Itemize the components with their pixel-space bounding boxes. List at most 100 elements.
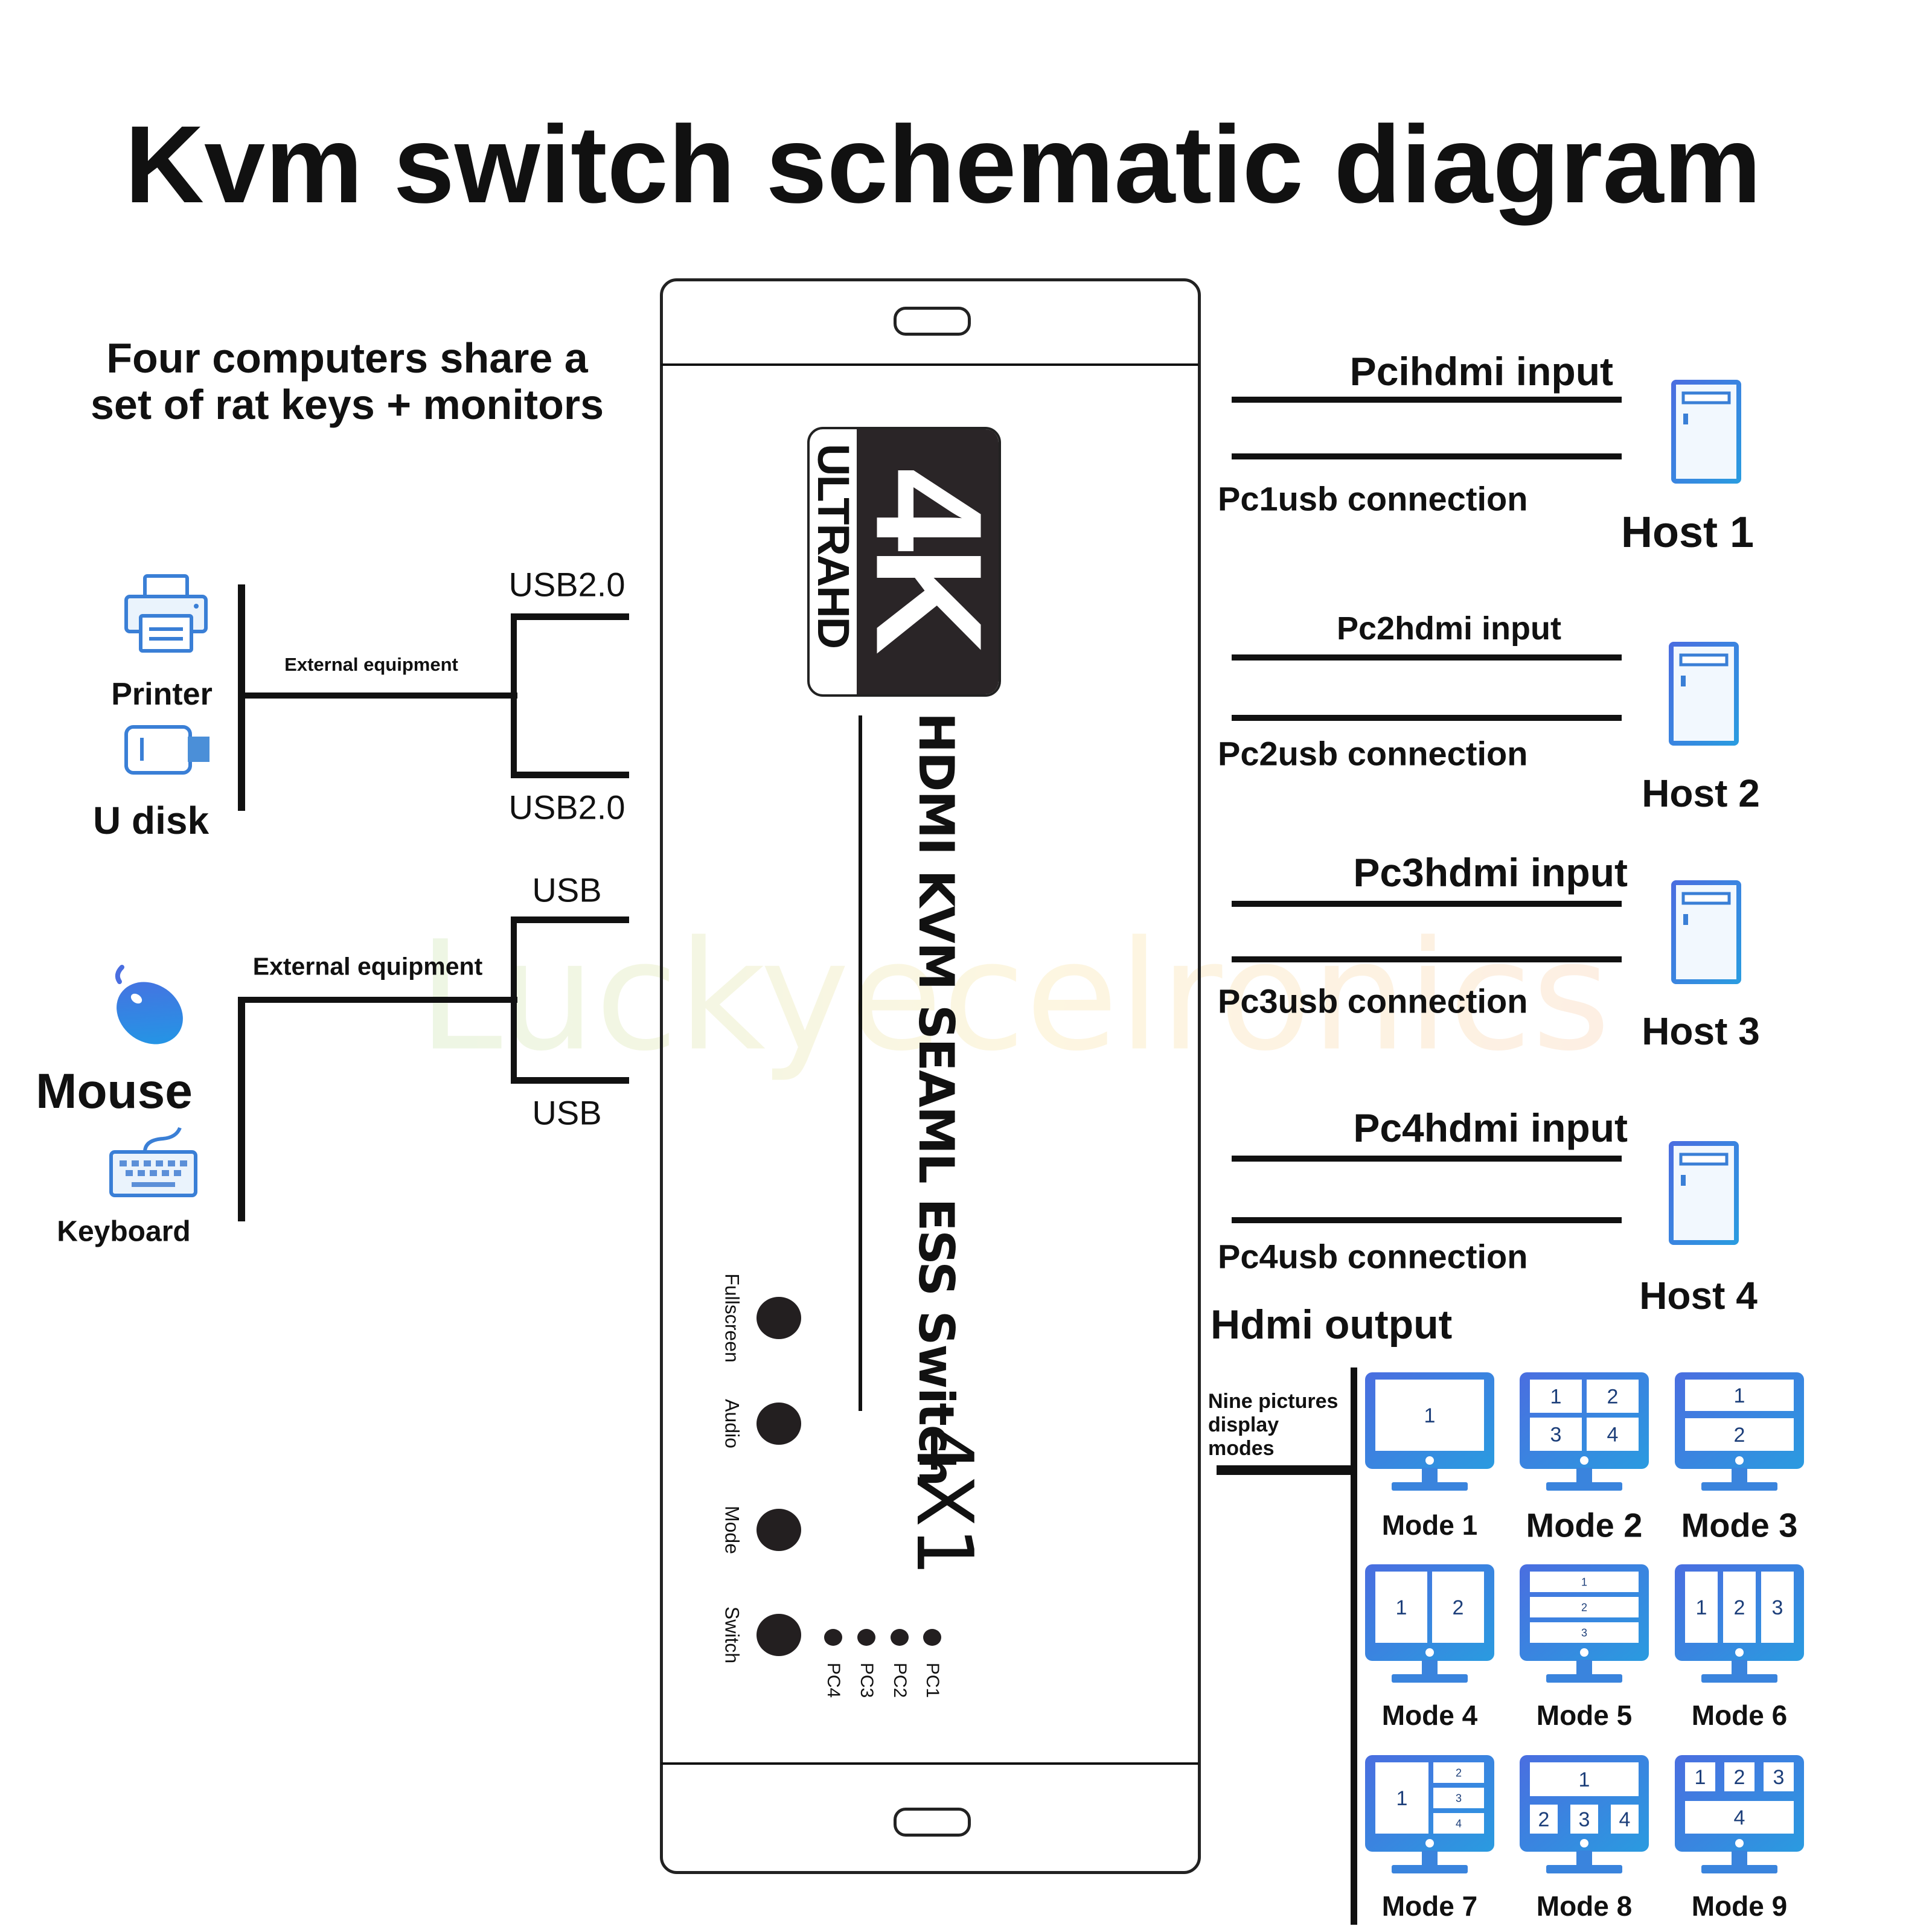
- hdmi-input-line-2: [1232, 654, 1622, 661]
- external-equipment-label-1: External equipment: [284, 654, 458, 675]
- display-mode-6-monitor-icon: 1 2 3: [1674, 1563, 1805, 1684]
- logo-dark-panel: [857, 429, 999, 694]
- screen-panel: [1724, 1762, 1754, 1791]
- connector-bracket: [511, 916, 517, 1083]
- screen-panel-number: 2: [1581, 1601, 1587, 1613]
- device-label-printer: Printer: [111, 677, 213, 712]
- page-title: Kvm switch schematic diagram: [124, 103, 1762, 226]
- mode-label-5: Mode 5: [1536, 1700, 1633, 1731]
- screen-panel: [1375, 1380, 1484, 1451]
- connector-line: [511, 916, 629, 923]
- screen-panel: [1761, 1572, 1794, 1643]
- logo-4k-text: 4K: [845, 468, 1001, 649]
- device-center-line: [859, 715, 862, 1411]
- screen-panel-number: 2: [1734, 1766, 1745, 1789]
- keyboard-icon: [109, 1127, 197, 1197]
- screen-panel: [1570, 1805, 1598, 1834]
- screen-panel-number: 2: [1734, 1424, 1745, 1447]
- led-label-pc1: PC1: [923, 1662, 942, 1698]
- mode-label-3: Mode 3: [1681, 1506, 1798, 1544]
- screen-panel: [1530, 1805, 1558, 1834]
- model-text: HDMI KVM SEAML ESS Switch: [908, 712, 964, 1486]
- screen-panel: [1611, 1805, 1639, 1834]
- mode-label-6: Mode 6: [1691, 1700, 1788, 1731]
- screen-panel: [1685, 1762, 1715, 1791]
- screen-panel: [1433, 1788, 1484, 1808]
- connector-line: [238, 997, 517, 1003]
- mode-label-8: Mode 8: [1536, 1890, 1633, 1922]
- usb-connection-label-4: Pc4usb connection: [1218, 1237, 1528, 1276]
- screen-panel-number: 1: [1396, 1596, 1407, 1619]
- connector-line: [511, 1077, 629, 1084]
- usb-connection-label-3: Pc3usb connection: [1218, 982, 1528, 1020]
- button-label-fullscreen: Fullscreen: [721, 1273, 743, 1363]
- button-label-switch: Switch: [721, 1606, 743, 1664]
- screen-panel: [1432, 1572, 1484, 1643]
- connector-line: [242, 693, 517, 699]
- port-label-usb2-top: USB2.0: [508, 565, 625, 604]
- screen-panel-number: 3: [1581, 1627, 1587, 1639]
- screen-panel-number: 3: [1456, 1792, 1462, 1804]
- usb-connection-label-2: Pc2usb connection: [1218, 734, 1528, 773]
- screen-panel: [1764, 1762, 1794, 1791]
- mouse-icon: [115, 965, 183, 1044]
- screen-panel-number: 2: [1538, 1808, 1550, 1831]
- port-label-usb2-bottom: USB2.0: [508, 788, 625, 827]
- connector-line: [511, 613, 629, 620]
- screen-panel-number: 4: [1456, 1817, 1462, 1829]
- mode-label-4: Mode 4: [1381, 1700, 1478, 1731]
- usb-drive-icon: [124, 725, 210, 775]
- hdmi-input-label-4: Pc4hdmi input: [1353, 1105, 1628, 1150]
- device-label-u-disk: U disk: [92, 799, 210, 842]
- screen-panel: [1685, 1801, 1794, 1834]
- hdmi-output-title: Hdmi output: [1211, 1302, 1453, 1348]
- hdmi-input-label-2: Pc2hdmi input: [1336, 610, 1561, 647]
- usb-connection-line-4: [1232, 1217, 1622, 1223]
- screen-panel-number: 3: [1550, 1423, 1562, 1446]
- button-switch[interactable]: [756, 1614, 801, 1656]
- led-label-pc3: PC3: [857, 1662, 877, 1698]
- model-suffix: 4X1: [899, 1425, 989, 1576]
- hdmi-input-line-3: [1232, 901, 1622, 907]
- hdmi-input-label-1: Pcihdmi input: [1349, 349, 1613, 394]
- led-indicator-pc2: [891, 1629, 909, 1646]
- host-computer-icon: [1671, 380, 1741, 484]
- subtitle-line-2: set of rat keys + monitors: [90, 381, 604, 428]
- screen-panel: [1433, 1813, 1484, 1834]
- button-audio[interactable]: [756, 1403, 801, 1445]
- screen-panel-number: 4: [1607, 1423, 1619, 1446]
- screen-panel-number: 1: [1424, 1404, 1436, 1427]
- subtitle-line-1: Four computers share a: [106, 334, 588, 382]
- screen-panel: [1587, 1380, 1639, 1413]
- host-computer-icon: [1669, 642, 1739, 746]
- device-label-keyboard: Keyboard: [57, 1215, 191, 1248]
- led-label-pc4: PC4: [824, 1662, 843, 1698]
- screen-panel-number: 2: [1456, 1767, 1462, 1779]
- screen-panel: [1723, 1572, 1756, 1643]
- port-label-usb-top: USB: [532, 871, 602, 909]
- button-fullscreen[interactable]: [756, 1297, 801, 1339]
- screen-panel-number: 3: [1772, 1596, 1783, 1619]
- screen-panel: [1375, 1572, 1427, 1643]
- button-mode[interactable]: [756, 1509, 801, 1551]
- mode-label-7: Mode 7: [1381, 1890, 1478, 1922]
- screen-panel: [1433, 1762, 1484, 1783]
- mode-label-1: Mode 1: [1381, 1509, 1478, 1541]
- screen-panel-number: 1: [1696, 1596, 1707, 1619]
- screen-panel-number: 1: [1581, 1576, 1587, 1588]
- usb-connection-line-1: [1232, 453, 1622, 459]
- screen-panel-number: 2: [1734, 1596, 1745, 1619]
- led-indicator-pc1: [923, 1629, 941, 1646]
- screen-panel: [1685, 1380, 1794, 1411]
- display-mode-7-monitor-icon: 1 2 3 4: [1364, 1754, 1495, 1875]
- screen-panel-number: 2: [1607, 1385, 1619, 1408]
- screen-panel-number: 1: [1396, 1787, 1408, 1810]
- modes-caption: Nine pictures display modes: [1208, 1390, 1339, 1460]
- display-mode-1-monitor-icon: 1: [1364, 1371, 1495, 1492]
- screen-panel-number: 1: [1550, 1385, 1562, 1408]
- output-connector-line: [1217, 1465, 1354, 1475]
